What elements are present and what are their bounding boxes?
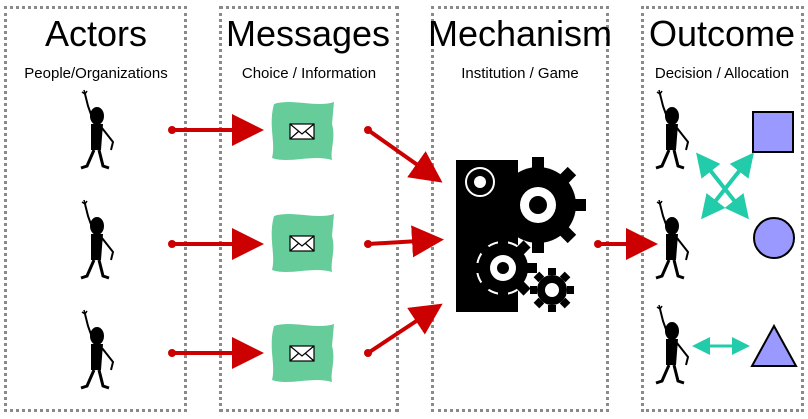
envelope-icon-2 [271,213,335,273]
actor-icon-3 [79,308,115,390]
mechanism-subtitle: Institution / Game [461,65,579,82]
actor-to-message-arrows [168,114,264,369]
square-icon [752,111,794,153]
mechanism-column [431,6,609,412]
message-to-mechanism-arrows [364,126,444,357]
outcome-actor-icon-2 [654,198,690,280]
outcome-column [641,6,804,412]
mechanism-title: Mechanism [427,13,613,54]
actors-subtitle: People/Organizations [24,65,168,82]
outcome-actor-icon-1 [654,88,690,170]
actor-icon-2 [79,198,115,280]
actors-column [4,6,187,412]
actor-icon-1 [79,88,115,170]
outcome-actor-icon-3 [654,303,690,385]
messages-column [219,6,399,412]
circle-icon [753,217,795,259]
gears-icon [456,157,586,312]
envelope-icon-3 [271,323,335,383]
allocation-arrows [692,152,754,355]
mechanism-to-outcome-arrow [594,228,658,260]
triangle-icon [750,323,798,367]
outcome-title: Outcome [648,13,796,54]
actors-title: Actors [44,13,148,54]
outcome-subtitle: Decision / Allocation [654,65,790,82]
messages-subtitle: Choice / Information [241,65,377,82]
envelope-icon-1 [271,101,335,161]
messages-title: Messages [225,13,391,54]
